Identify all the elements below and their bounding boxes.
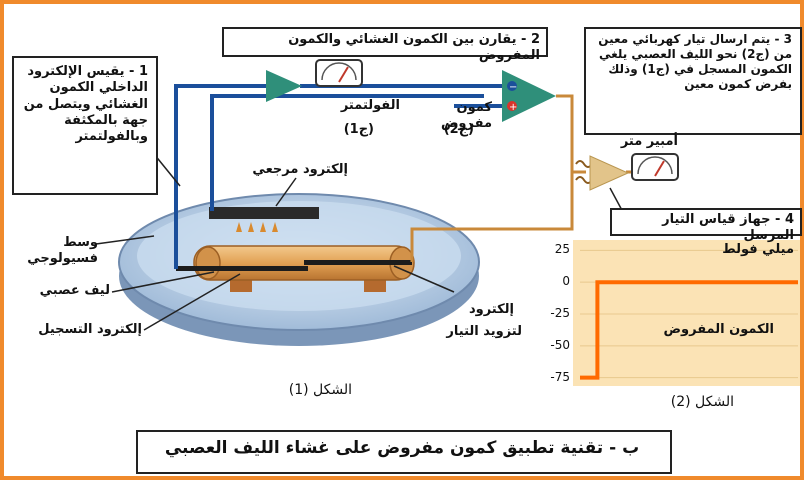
- ammeter-icon: [631, 153, 679, 181]
- imposed-potential-label: كمون مفروض: [440, 100, 492, 132]
- imposed-potential-code: (ج2): [443, 122, 474, 137]
- imposed-potential-graph: [573, 240, 800, 386]
- graph-ytick-label: 25: [554, 242, 570, 257]
- graph-ytick-label: -75: [550, 369, 570, 384]
- ammeter-amplifier: [589, 155, 630, 191]
- figure1-label: الشكل (1): [288, 382, 352, 398]
- plus-terminal: [507, 101, 517, 111]
- step3-label: 3 - يتم ارسال تيار كهربائي معين من (ج2) …: [598, 32, 792, 91]
- diagram-canvas: − +: [95, 59, 800, 386]
- graph-background: [573, 240, 800, 386]
- voltmeter-icon: [315, 59, 363, 87]
- voltmeter-code: (ج1): [343, 122, 374, 137]
- step2-label: 2 - يقارن بين الكمون الغشائي والكمون الم…: [288, 32, 540, 64]
- step1-box: [12, 56, 158, 195]
- step4-box: [610, 208, 802, 236]
- graph-ytick-label: 0: [562, 274, 570, 289]
- caption-label: ب - تقنية تطبيق كمون مفروض على غشاء اللي…: [164, 438, 640, 458]
- graph-ytick-label: -25: [550, 306, 570, 320]
- graph-annotation: الكمون المفروض: [663, 322, 774, 337]
- caption-box: [136, 430, 672, 474]
- imposed-potential-line: [580, 280, 798, 380]
- figure2-label: الشكل (2): [670, 394, 734, 410]
- voltmeter-amplifier: [266, 70, 302, 102]
- graph-ytick-label: -50: [550, 337, 570, 352]
- graph-ylabel: ميلي فولط: [722, 242, 794, 257]
- ammeter-label: أمبير متر: [620, 134, 678, 149]
- physiological-medium-label: وسط فسيولوجي: [27, 235, 98, 267]
- minus-terminal: [507, 81, 517, 91]
- svg-text:−: −: [509, 82, 517, 93]
- nerve-fiber-label: ليف عصبي: [39, 283, 110, 298]
- step4-label: 4 - جهاز قياس التيار المرسل: [662, 212, 794, 244]
- step3-box: [584, 27, 802, 135]
- svg-text:+: +: [509, 102, 517, 113]
- recording-electrode-rod: [176, 266, 308, 271]
- ion-flow-marks: [236, 222, 278, 232]
- reference-electrode-plate: [209, 207, 319, 219]
- leader-lines: [95, 153, 625, 331]
- reference-electrode-label: إلكترود مرجعي: [252, 162, 348, 177]
- current-electrode-label-1: إلكترود: [468, 302, 514, 317]
- step2-box: [222, 27, 548, 57]
- current-electrode-rod: [304, 260, 412, 265]
- voltmeter-label: الفولتمتر: [340, 98, 400, 113]
- current-electrode-label-2: لتزويد التيار: [446, 324, 522, 339]
- recording-electrode-label: إلكترود التسجيل: [38, 322, 142, 337]
- step1-label: 1 - يقيس الإلكترود الداخلي الكمون الغشائ…: [23, 64, 148, 144]
- comparator-amplifier: [502, 70, 556, 122]
